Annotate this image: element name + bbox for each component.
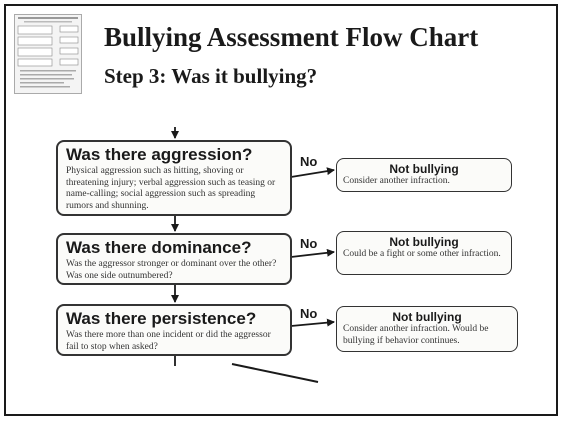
no-label: No [300,236,318,251]
question-text: Was there more than one incident or did … [66,330,271,352]
exit-diagonal [231,363,319,383]
outcome-text: Consider another infraction. [343,176,450,186]
question-box-aggression: Was there aggression? Physical aggressio… [56,140,292,216]
no-arrow-2 [290,248,335,258]
no-label: No [300,306,318,321]
question-title: Was there dominance? [66,238,252,257]
question-title: Was there persistence? [66,309,257,328]
slide-subtitle: Step 3: Was it bullying? [104,64,318,88]
outcome-title: Not bullying [389,235,459,249]
question-title: Was there aggression? [66,145,253,164]
outcome-box-1: Not bullying Consider another infraction… [336,158,512,192]
no-arrow-1 [290,167,335,178]
no-label: No [300,154,318,169]
outcome-text: Consider another infraction. Would be bu… [343,324,489,346]
outcome-title: Not bullying [392,310,462,324]
outcome-text: Could be a fight or some other infractio… [343,249,501,259]
question-box-persistence: Was there persistence? Was there more th… [56,304,292,356]
outcome-box-3: Not bullying Consider another infraction… [336,306,518,352]
question-text: Physical aggression such as hitting, sho… [66,166,276,211]
question-text: Was the aggressor stronger or dominant o… [66,259,277,281]
no-arrow-3 [290,318,335,327]
outcome-box-2: Not bullying Could be a fight or some ot… [336,231,512,275]
outcome-title: Not bullying [389,162,459,176]
question-box-dominance: Was there dominance? Was the aggressor s… [56,233,292,285]
flowchart-thumbnail-icon [14,14,82,94]
slide-title: Bullying Assessment Flow Chart [104,22,479,52]
